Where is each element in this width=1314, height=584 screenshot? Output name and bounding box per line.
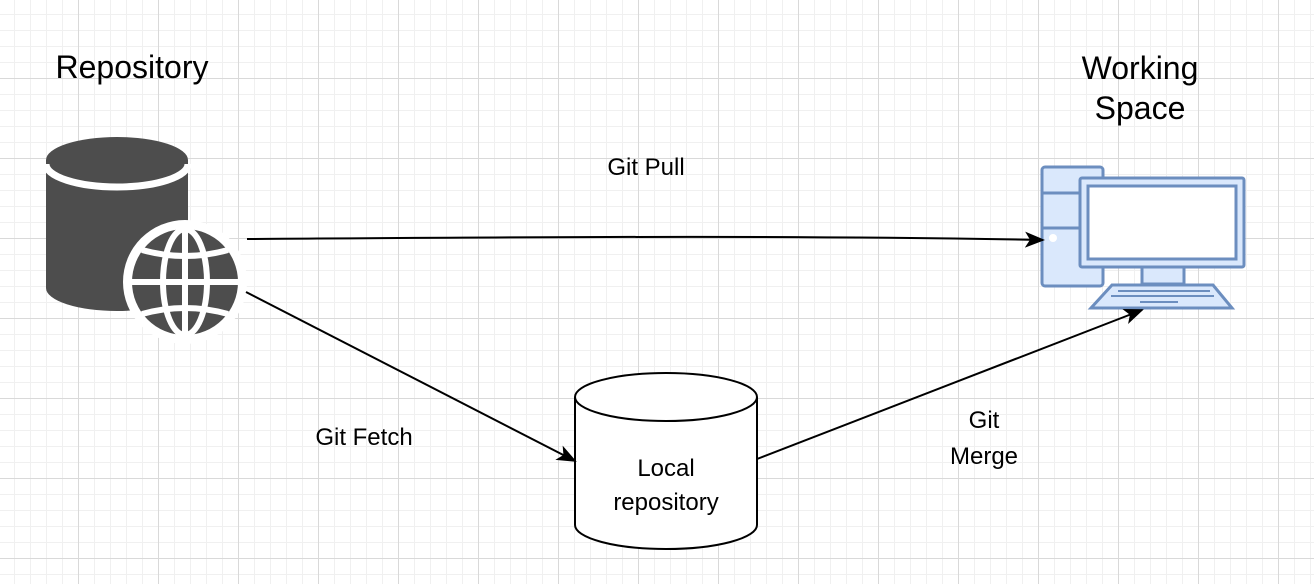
cylinder-icon[interactable] bbox=[574, 372, 758, 550]
database-globe-icon[interactable] bbox=[42, 137, 247, 344]
git-merge-label: Git Merge bbox=[949, 407, 1019, 470]
repository-label: Repository bbox=[55, 49, 209, 85]
desktop-computer-icon[interactable] bbox=[1040, 165, 1246, 310]
local-repository-label: Local repository bbox=[613, 455, 719, 516]
git-merge-arrow[interactable] bbox=[756, 309, 1144, 460]
working-space-label: Working Space bbox=[1081, 50, 1199, 126]
git-fetch-label: Git Fetch bbox=[315, 424, 413, 451]
git-pull-arrow[interactable] bbox=[246, 231, 1045, 248]
git-fetch-arrow[interactable] bbox=[245, 291, 577, 462]
git-pull-label: Git Pull bbox=[607, 154, 685, 181]
globe-icon bbox=[123, 220, 247, 344]
